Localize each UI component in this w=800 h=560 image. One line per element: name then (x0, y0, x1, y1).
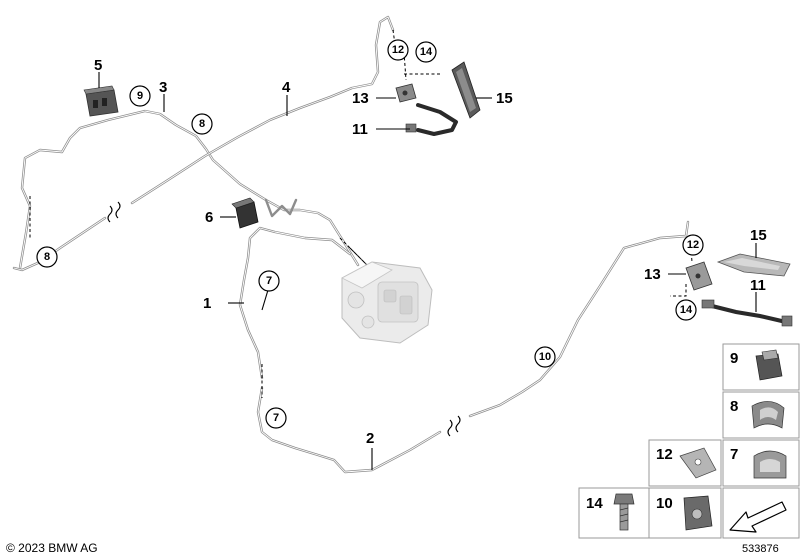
legend-box-9: 9 (722, 343, 800, 391)
callout-12-top: 12 (387, 39, 409, 61)
pipe-line-1 (238, 226, 352, 380)
legend-box-arrow (722, 487, 800, 539)
legend-box-12: 12 (648, 439, 722, 487)
callout-10: 10 (534, 346, 556, 368)
bracket-part-5 (83, 85, 119, 117)
label-pipe-2: 2 (366, 430, 374, 447)
callout-9: 9 (129, 85, 151, 107)
holder-part-6 (231, 197, 259, 229)
callout-7-upper: 7 (258, 270, 280, 292)
pipe-bend-center (264, 198, 298, 218)
label-pipe-3: 3 (159, 79, 167, 96)
legend-box-12-num: 12 (656, 446, 673, 463)
arrow-icon (729, 501, 787, 533)
callout-14-top-text: 14 (420, 46, 433, 58)
legend-box-14: 14 (578, 487, 650, 539)
label-hose-11-top: 11 (352, 121, 368, 138)
leader-lines (98, 72, 757, 470)
callout-7-lower-text: 7 (273, 412, 279, 424)
callout-12-right: 12 (682, 234, 704, 256)
legend-box-8: 8 (722, 391, 800, 439)
callout-14-right-text: 14 (680, 304, 693, 316)
hose-part-11-top (405, 103, 458, 136)
label-bracket-13-right: 13 (644, 266, 661, 283)
heat-shield-part-15-top (451, 61, 481, 119)
pipe-line-2 (256, 220, 690, 474)
callout-7-lower: 7 (265, 407, 287, 429)
callout-14-top: 14 (415, 41, 437, 63)
callout-7-upper-text: 7 (266, 275, 272, 287)
callout-8-lower-text: 8 (44, 251, 50, 263)
bracket-part-13-right (685, 261, 713, 291)
label-shield-15-top: 15 (496, 90, 513, 107)
callout-12-right-text: 12 (687, 239, 699, 251)
callout-8-lower: 8 (36, 246, 58, 268)
label-shield-15-right: 15 (750, 227, 767, 244)
callout-8-upper-text: 8 (199, 118, 205, 130)
document-id: 533876 (742, 543, 779, 555)
legend-box-14-num: 14 (586, 495, 603, 512)
bracket-part-13-top (395, 83, 417, 103)
abs-hydraulic-unit (341, 261, 433, 344)
copyright-text: © 2023 BMW AG (6, 541, 98, 555)
label-pipe-1: 1 (203, 295, 211, 312)
callout-12-top-text: 12 (392, 44, 404, 56)
legend-box-8-num: 8 (730, 398, 738, 415)
legend-box-7: 7 (722, 439, 800, 487)
callout-14-right: 14 (675, 299, 697, 321)
legend-box-10-num: 10 (656, 495, 673, 512)
legend-box-7-num: 7 (730, 446, 738, 463)
hose-part-11-right (701, 299, 793, 327)
label-hose-11-right: 11 (750, 277, 766, 294)
label-holder-6: 6 (205, 209, 213, 226)
callout-8-upper: 8 (191, 113, 213, 135)
pipe-line-3 (18, 109, 360, 270)
callout-9-text: 9 (137, 90, 143, 102)
label-pipe-4: 4 (282, 79, 291, 96)
label-bracket-13-top: 13 (352, 90, 369, 107)
pipe-break-mark-upper (107, 201, 121, 223)
heat-shield-part-15-right (716, 253, 791, 277)
pipe-break-mark-lower (447, 415, 461, 437)
callout-10-text: 10 (539, 351, 551, 363)
legend-box-9-num: 9 (730, 350, 738, 367)
label-bracket-5: 5 (94, 57, 102, 74)
legend-box-10: 10 (648, 487, 722, 539)
